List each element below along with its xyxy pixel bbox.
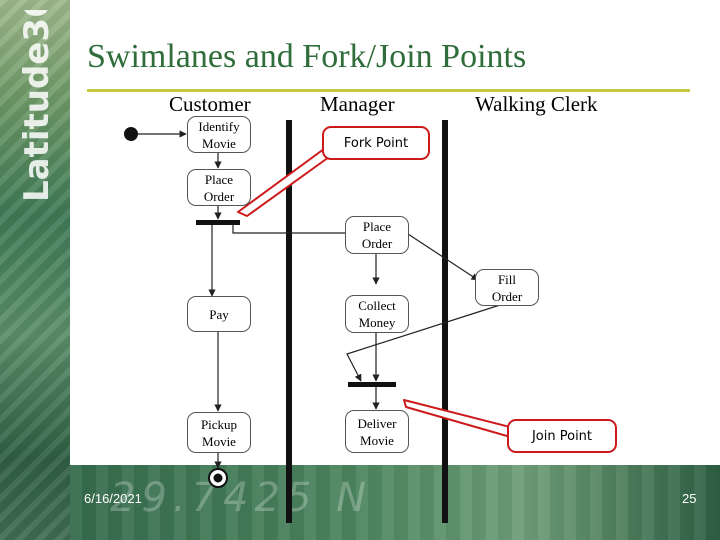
bottom-texture-band <box>70 465 720 540</box>
activity-label: Fill Order <box>491 271 523 304</box>
lane-header-manager: Manager <box>320 92 395 116</box>
activity-place-order-manager: Place Order <box>345 216 409 254</box>
activity-label: Deliver Movie <box>357 415 397 448</box>
activity-pickup-movie: Pickup Movie <box>187 412 251 453</box>
svg-text:Latitude360: Latitude360 <box>17 10 57 202</box>
callout-label: Join Point <box>531 428 593 444</box>
fork-point-callout: Fork Point <box>322 126 430 160</box>
slide-number: 25 <box>682 491 697 506</box>
activity-fill-order: Fill Order <box>475 269 539 306</box>
activity-collect-money: Collect Money <box>345 295 409 333</box>
fork-bar <box>196 220 240 225</box>
slide-date: 6/16/2021 <box>84 491 142 506</box>
flow-place-to-fill <box>407 233 479 281</box>
activity-identify-movie: Identify Movie <box>187 116 251 153</box>
swimlane-divider-2 <box>442 120 448 523</box>
coordinate-watermark: 29.7425 N <box>110 475 373 521</box>
activity-deliver-movie: Deliver Movie <box>345 410 409 453</box>
activity-label: Place Order <box>203 171 235 204</box>
slide-title: Swimlanes and Fork/Join Points <box>87 38 527 75</box>
activity-pay: Pay <box>187 296 251 332</box>
join-bar <box>348 382 396 387</box>
flow-fill-to-join <box>346 304 501 382</box>
title-underline <box>87 89 690 92</box>
lane-header-customer: Customer <box>169 92 251 116</box>
activity-label: Pay <box>209 306 229 322</box>
callout-label: Fork Point <box>343 135 409 151</box>
join-callout-pointer <box>403 399 515 439</box>
join-point-callout: Join Point <box>507 419 617 453</box>
latitude360-logo: Latitude360 <box>17 10 57 202</box>
sidebar-texture: Latitude360 <box>0 0 70 540</box>
final-node-dot <box>213 473 223 483</box>
activity-label: Pickup Movie <box>200 416 238 449</box>
lane-header-walking-clerk: Walking Clerk <box>475 92 598 116</box>
swimlane-divider-1 <box>286 120 292 523</box>
activity-label: Collect Money <box>358 298 396 330</box>
initial-node <box>124 127 138 141</box>
activity-place-order-customer: Place Order <box>187 169 251 206</box>
activity-label: Place Order <box>361 219 393 251</box>
activity-label: Identify Movie <box>198 118 240 151</box>
